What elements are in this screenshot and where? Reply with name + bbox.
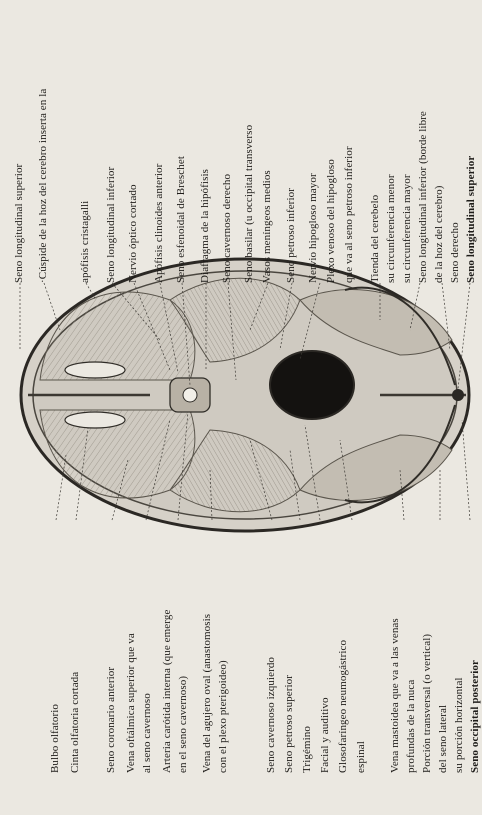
label-espinal: espinal: [356, 741, 367, 773]
label-apofisis-clinoides: Apófisis clinoides anterior: [154, 164, 165, 283]
label-seno-longitudinal-inferior: Seno longitudinal inferior: [106, 167, 117, 283]
label-seno-cavernoso-izquierdo: Seno cavernoso izquierdo: [266, 657, 277, 773]
foramen-magnum: [270, 351, 354, 419]
label-seno-petroso-inferior: Seno petroso inferior: [286, 188, 297, 283]
label-nervio-hipogloso: Nervio hipogloso mayor: [308, 173, 319, 283]
label-seno-coronario: Seno coronario anterior: [106, 667, 117, 773]
olfactory-bulb-lower: [65, 412, 125, 428]
olfactory-bulb-upper: [65, 362, 125, 378]
label-porcion-transversal: Porción transversal (o vertical): [422, 634, 433, 773]
torcular: [452, 389, 464, 401]
label-vena-agujero-oval: Vena del agujero oval (anastomosis: [202, 614, 213, 773]
label-plexo-venoso-cont: que va al seno petroso inferior: [344, 146, 355, 283]
label-plexo-venoso: Plexo venoso del hipogloso: [326, 159, 337, 283]
label-cinta-olfatoria: Cinta olfatoria cortada: [70, 672, 81, 773]
label-seno-basilar: Seno basilar (u occipital transverso: [244, 125, 255, 283]
label-nervio-optico: Nervio óptico cortado: [128, 184, 139, 283]
label-vena-oftalmica: Vena oftálmica superior que va: [126, 633, 137, 773]
label-seno-cavernoso-derecho: Seno cavernoso derecho: [222, 174, 233, 283]
label-arteria-carotida: Arteria carótida interna (que emerge: [162, 610, 173, 773]
label-bulbo-olfatorio: Bulbo olfatorio: [50, 704, 61, 773]
label-cuspide-hoz: ·Cúspide de la hoz del cerebro inserta e…: [38, 89, 49, 283]
label-hoz-cerebro: de la hoz del cerebro): [434, 186, 445, 283]
label-diafragma-hipofisis: Diafragma de la hipófisis: [200, 169, 211, 283]
label-vasos-meningeos: Vasos meníngeos medios: [262, 170, 273, 283]
label-seno-petroso-superior: Seno petroso superior: [284, 675, 295, 773]
label-circunferencia-menor: su circunferencia menor: [386, 174, 397, 283]
label-arteria-carotida-cont: en el seno cavernoso): [178, 676, 189, 773]
label-seno-longitudinal-superior-bottom: Seno longitudinal superior: [466, 156, 477, 283]
hypophysis: [183, 388, 197, 402]
label-circunferencia-mayor: su circunferencia mayor: [402, 174, 413, 283]
label-seno-occipital-posterior: Seno occipital posterior: [470, 660, 481, 773]
label-tienda-cerebelo: Tienda del cerebelo: [370, 195, 381, 283]
label-vena-mastoidea: Vena mastoidea que va a las venas: [390, 618, 401, 773]
label-vena-mastoidea-cont: profundas de la nuca: [406, 680, 417, 773]
label-vena-oftalmica-cont: al seno cavernoso: [142, 693, 153, 773]
label-seno-esfenoidal: Seno esfenoidal de Breschet: [176, 156, 187, 283]
label-seno-longitudinal-superior-top: Seno longitudinal superior: [14, 164, 25, 283]
label-seno-long-inf-borde: Seno longitudinal inferior (borde libre: [418, 111, 429, 283]
label-seno-derecho: Seno derecho: [450, 222, 461, 283]
label-porcion-horizontal: su porción horizontal: [454, 677, 465, 773]
label-vena-agujero-oval-cont: con el plexo pterigoideo): [218, 660, 229, 773]
label-glosofaringeo: Glosofaríngeo neumogástrico: [338, 640, 349, 773]
label-seno-lateral: del seno lateral: [438, 705, 449, 773]
label-trigemino: Trigémino: [302, 726, 313, 773]
label-apofisis-cristagalli: apófisis cristagalli: [80, 201, 91, 283]
label-facial-auditivo: Facial y auditivo: [320, 697, 331, 773]
